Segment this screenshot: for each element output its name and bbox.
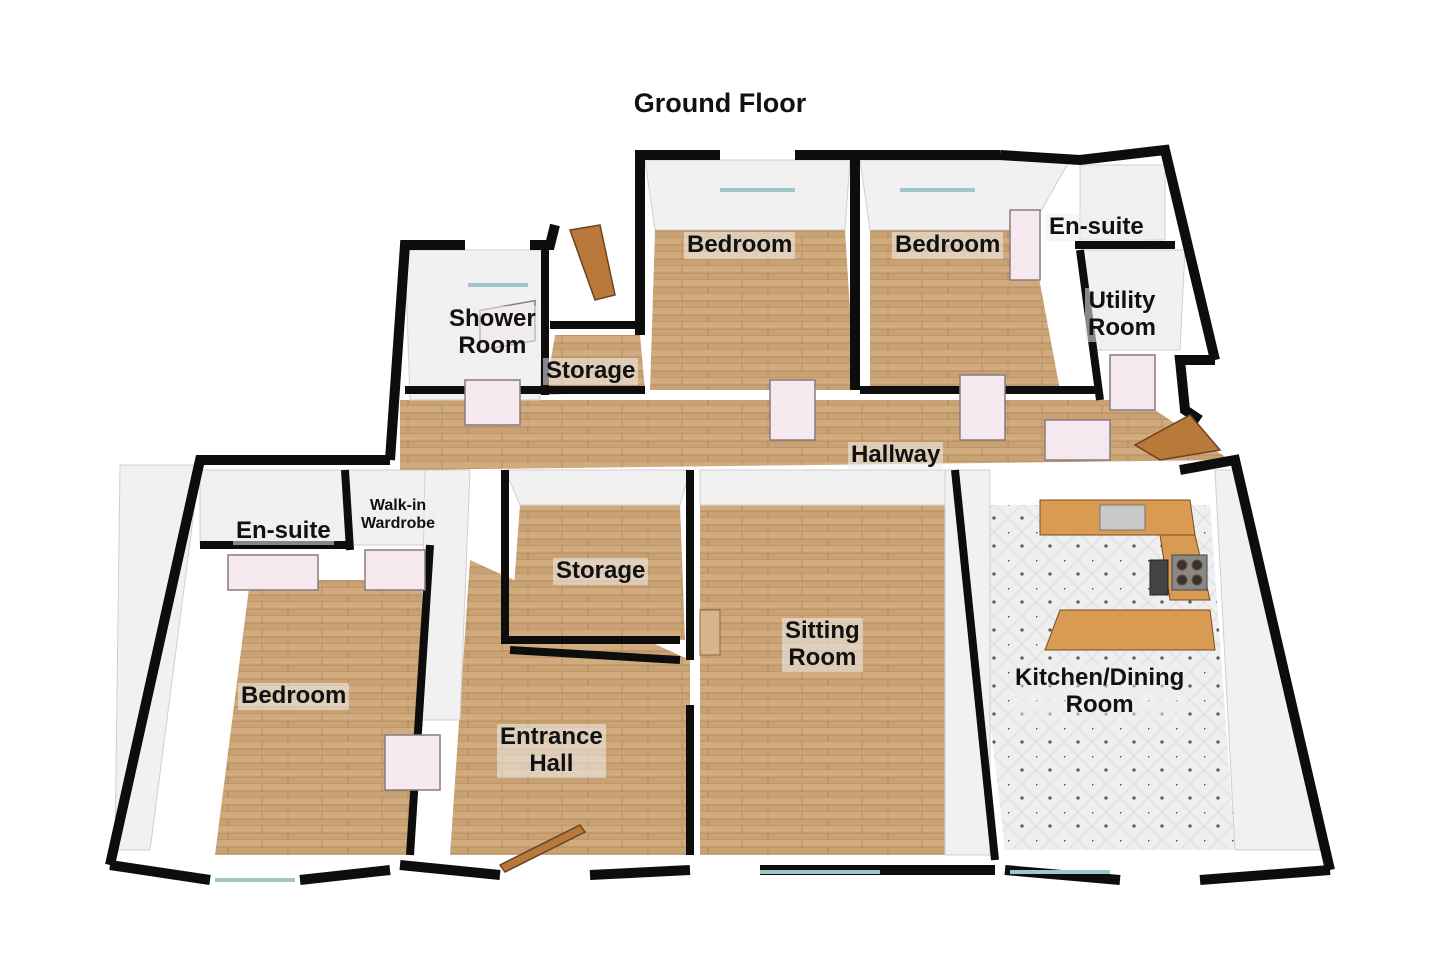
door-utility [1109, 354, 1156, 411]
walls [105, 144, 1335, 885]
windows [215, 188, 1110, 882]
room-label-storage-top: Storage [543, 357, 639, 385]
hob [1171, 554, 1208, 591]
oven [1149, 559, 1169, 596]
room-label-kitchen: Kitchen/Dining Room [1012, 664, 1188, 719]
room-label-bedroom-top-left: Bedroom [684, 231, 796, 259]
door-back [1133, 414, 1222, 461]
door-ensuite-left [227, 554, 319, 591]
island-counter [1044, 609, 1216, 651]
door-bedroom-top-right [1009, 209, 1041, 281]
floor-sitting [700, 505, 990, 855]
door-hallway-3 [959, 374, 1006, 441]
room-label-bedroom-left: Bedroom [238, 682, 350, 710]
room-label-entrance: Entrance Hall [497, 723, 606, 778]
floor-entrance [450, 560, 690, 855]
room-label-ensuite-left: En-suite [233, 517, 334, 545]
door-walkin [364, 549, 426, 591]
wooden-doors [498, 224, 1222, 873]
door-storage-top [568, 224, 616, 301]
floor-bedroom-left [215, 580, 425, 855]
kitchen-units [1039, 499, 1216, 651]
room-label-utility: Utility Room [1085, 287, 1159, 342]
room-label-walkin: Walk-in Wardrobe [358, 497, 439, 533]
room-label-sitting: Sitting Room [782, 617, 863, 672]
door-shower [464, 379, 521, 426]
fireplace [699, 609, 721, 656]
room-label-storage-mid: Storage [553, 557, 649, 585]
door-hallway-4 [1044, 419, 1111, 461]
room-label-ensuite-top: En-suite [1046, 213, 1147, 241]
floor-bedroom-top-left [650, 230, 855, 390]
door-hallway-2 [769, 379, 816, 441]
sink [1099, 504, 1146, 531]
room-label-shower: Shower Room [446, 305, 539, 360]
room-label-hallway: Hallway [848, 441, 944, 469]
door-front [498, 824, 587, 873]
floor-title: Ground Floor [633, 88, 807, 118]
door-entrance-bedroom [384, 734, 441, 791]
room-label-bedroom-top-right: Bedroom [892, 231, 1004, 259]
